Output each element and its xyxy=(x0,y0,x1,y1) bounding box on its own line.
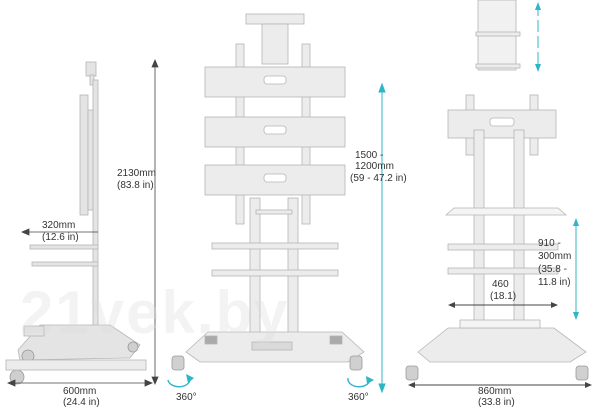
label-height-total-in: (83.8 in) xyxy=(117,180,154,191)
label-shelf-range-in-1: (35.8 - xyxy=(538,264,567,275)
label-mount-range-mm-2: 1200mm xyxy=(355,161,394,172)
front-view-stand xyxy=(171,13,365,371)
dimension-lines-right xyxy=(408,2,592,388)
label-mount-range-mm-1: 1500 - xyxy=(355,150,384,161)
rotation-arrowheads xyxy=(186,374,374,384)
rotation-arrows xyxy=(167,377,371,388)
label-width-side-in: (24.4 in) xyxy=(63,397,100,408)
label-shelf-width-in: (18.1) xyxy=(490,291,517,302)
angled-view-stand xyxy=(405,0,589,381)
watermark: 21vek.by xyxy=(20,279,290,346)
label-depth-mm: 320mm xyxy=(42,220,76,231)
label-rotation-left: 360° xyxy=(176,392,197,403)
label-rotation-right: 360° xyxy=(348,392,369,403)
label-base-width-in: (33.8 in) xyxy=(478,397,515,408)
label-shelf-width-mm: 460 xyxy=(492,279,509,290)
dimension-lines-side xyxy=(6,58,159,387)
dimension-line-mount xyxy=(378,82,386,394)
side-view-stand xyxy=(5,61,147,385)
label-mount-range-in: (59 - 47.2 in) xyxy=(350,173,407,184)
label-shelf-range-in-2: 11.8 in) xyxy=(538,277,571,288)
label-shelf-range-mm-1: 910 - xyxy=(538,238,561,249)
label-height-total-mm: 2130mm xyxy=(117,168,156,179)
label-shelf-range-mm-2: 300mm xyxy=(538,251,572,262)
label-width-side-mm: 600mm xyxy=(63,386,97,397)
label-depth-in: (12.6 in) xyxy=(42,232,79,243)
label-base-width-mm: 860mm xyxy=(478,386,512,397)
